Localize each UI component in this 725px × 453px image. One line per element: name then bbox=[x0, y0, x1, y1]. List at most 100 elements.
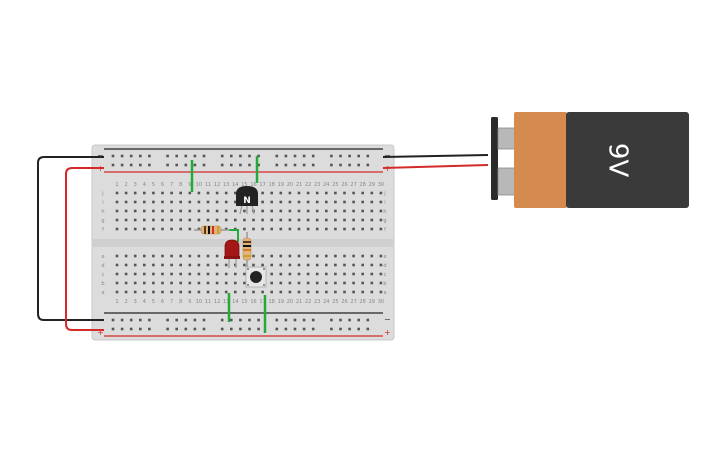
terminal-hole[interactable] bbox=[170, 218, 173, 222]
terminal-hole[interactable] bbox=[325, 218, 328, 222]
terminal-hole[interactable] bbox=[297, 272, 301, 276]
terminal-hole[interactable] bbox=[215, 191, 219, 195]
terminal-hole[interactable] bbox=[370, 191, 374, 195]
terminal-hole[interactable] bbox=[343, 191, 346, 195]
terminal-hole[interactable] bbox=[288, 218, 292, 222]
terminal-hole[interactable] bbox=[170, 263, 173, 267]
rail-hole[interactable] bbox=[248, 163, 251, 167]
terminal-hole[interactable] bbox=[133, 218, 137, 222]
terminal-hole[interactable] bbox=[161, 263, 164, 267]
terminal-hole[interactable] bbox=[161, 281, 164, 285]
rail-hole[interactable] bbox=[139, 154, 142, 158]
rail-hole[interactable] bbox=[120, 154, 124, 158]
rail-hole[interactable] bbox=[230, 163, 233, 167]
rail-hole[interactable] bbox=[366, 318, 370, 322]
terminal-hole[interactable] bbox=[315, 272, 319, 276]
terminal-hole[interactable] bbox=[124, 290, 128, 294]
rail-hole[interactable] bbox=[120, 163, 124, 167]
battery-9v[interactable]: 9V bbox=[491, 112, 689, 208]
terminal-hole[interactable] bbox=[352, 281, 355, 285]
terminal-hole[interactable] bbox=[343, 290, 346, 294]
rail-hole[interactable] bbox=[366, 163, 370, 167]
terminal-hole[interactable] bbox=[234, 209, 237, 213]
terminal-hole[interactable] bbox=[206, 209, 210, 213]
terminal-hole[interactable] bbox=[234, 218, 237, 222]
terminal-hole[interactable] bbox=[279, 218, 283, 222]
terminal-hole[interactable] bbox=[215, 218, 219, 222]
terminal-hole[interactable] bbox=[343, 227, 346, 231]
rail-hole[interactable] bbox=[111, 327, 115, 331]
terminal-hole[interactable] bbox=[352, 191, 355, 195]
terminal-hole[interactable] bbox=[234, 191, 237, 195]
terminal-hole[interactable] bbox=[170, 254, 173, 258]
terminal-hole[interactable] bbox=[197, 200, 201, 204]
terminal-hole[interactable] bbox=[297, 281, 301, 285]
terminal-hole[interactable] bbox=[152, 191, 155, 195]
rail-hole[interactable] bbox=[348, 318, 351, 322]
terminal-hole[interactable] bbox=[115, 290, 119, 294]
terminal-hole[interactable] bbox=[270, 263, 273, 267]
terminal-hole[interactable] bbox=[224, 200, 228, 204]
terminal-hole[interactable] bbox=[306, 290, 310, 294]
rail-hole[interactable] bbox=[111, 163, 115, 167]
rail-hole[interactable] bbox=[248, 327, 251, 331]
terminal-hole[interactable] bbox=[243, 209, 246, 213]
terminal-hole[interactable] bbox=[261, 227, 264, 231]
rail-hole[interactable] bbox=[175, 163, 178, 167]
rail-hole[interactable] bbox=[348, 154, 351, 158]
rail-hole[interactable] bbox=[220, 327, 224, 331]
rail-hole[interactable] bbox=[311, 154, 315, 158]
terminal-hole[interactable] bbox=[379, 227, 383, 231]
terminal-hole[interactable] bbox=[143, 281, 146, 285]
rail-hole[interactable] bbox=[311, 327, 315, 331]
terminal-hole[interactable] bbox=[334, 254, 337, 258]
terminal-hole[interactable] bbox=[252, 227, 255, 231]
terminal-hole[interactable] bbox=[197, 254, 201, 258]
rail-hole[interactable] bbox=[220, 318, 224, 322]
terminal-hole[interactable] bbox=[224, 191, 228, 195]
terminal-hole[interactable] bbox=[115, 218, 119, 222]
terminal-hole[interactable] bbox=[334, 209, 337, 213]
terminal-hole[interactable] bbox=[234, 290, 237, 294]
rail-hole[interactable] bbox=[166, 154, 169, 158]
rail-hole[interactable] bbox=[311, 318, 315, 322]
terminal-hole[interactable] bbox=[379, 218, 383, 222]
terminal-hole[interactable] bbox=[215, 290, 219, 294]
rail-hole[interactable] bbox=[348, 327, 351, 331]
terminal-hole[interactable] bbox=[361, 191, 364, 195]
rail-hole[interactable] bbox=[193, 318, 197, 322]
terminal-hole[interactable] bbox=[143, 263, 146, 267]
terminal-hole[interactable] bbox=[188, 209, 192, 213]
terminal-hole[interactable] bbox=[224, 227, 228, 231]
terminal-hole[interactable] bbox=[206, 200, 210, 204]
rail-hole[interactable] bbox=[148, 327, 151, 331]
rail-hole[interactable] bbox=[330, 154, 333, 158]
terminal-hole[interactable] bbox=[124, 227, 128, 231]
rail-hole[interactable] bbox=[330, 318, 333, 322]
terminal-hole[interactable] bbox=[115, 254, 119, 258]
terminal-hole[interactable] bbox=[270, 290, 273, 294]
terminal-hole[interactable] bbox=[325, 227, 328, 231]
rail-hole[interactable] bbox=[175, 327, 178, 331]
terminal-hole[interactable] bbox=[261, 209, 264, 213]
terminal-hole[interactable] bbox=[334, 227, 337, 231]
terminal-hole[interactable] bbox=[306, 209, 310, 213]
terminal-hole[interactable] bbox=[270, 209, 273, 213]
rail-hole[interactable] bbox=[202, 154, 206, 158]
rail-hole[interactable] bbox=[293, 318, 297, 322]
terminal-hole[interactable] bbox=[179, 200, 182, 204]
rail-hole[interactable] bbox=[302, 327, 306, 331]
rail-hole[interactable] bbox=[139, 163, 142, 167]
terminal-hole[interactable] bbox=[288, 290, 292, 294]
rail-hole[interactable] bbox=[366, 327, 370, 331]
terminal-hole[interactable] bbox=[261, 290, 264, 294]
terminal-hole[interactable] bbox=[215, 281, 219, 285]
terminal-hole[interactable] bbox=[188, 263, 192, 267]
terminal-hole[interactable] bbox=[370, 281, 374, 285]
terminal-hole[interactable] bbox=[234, 272, 237, 276]
terminal-hole[interactable] bbox=[261, 218, 264, 222]
terminal-hole[interactable] bbox=[306, 227, 310, 231]
terminal-hole[interactable] bbox=[315, 227, 319, 231]
rail-hole[interactable] bbox=[193, 154, 197, 158]
terminal-hole[interactable] bbox=[133, 254, 137, 258]
